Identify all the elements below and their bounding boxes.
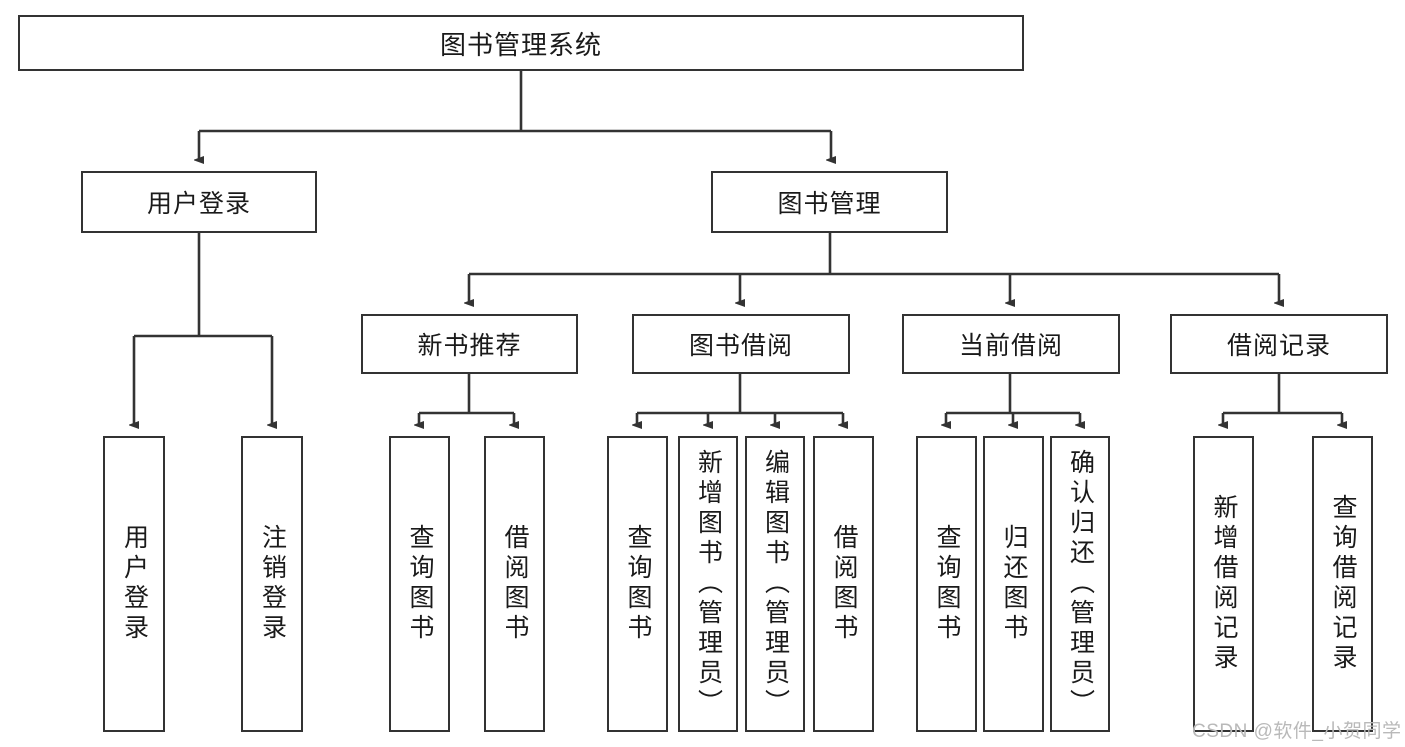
node-borrow-record-label: 借阅记录 bbox=[1226, 332, 1331, 360]
leaf-return-book[interactable]: 归还图书 bbox=[983, 436, 1044, 732]
csdn-watermark: CSDN @软件_小贺同学 bbox=[1192, 721, 1402, 742]
leaf-borrow-book-newbook[interactable]: 借阅图书 bbox=[484, 436, 545, 732]
leaf-logout[interactable]: 注销登录 bbox=[241, 436, 303, 732]
leaf-add-borrow-record[interactable]: 新增借阅记录 bbox=[1193, 436, 1254, 732]
node-root[interactable]: 图书管理系统 bbox=[18, 15, 1024, 71]
leaf-query-book-borrow-label: 查询图书 bbox=[624, 524, 652, 644]
leaf-query-book-newbook[interactable]: 查询图书 bbox=[389, 436, 450, 732]
leaf-user-login-label: 用户登录 bbox=[120, 524, 149, 644]
leaf-return-book-label: 归还图书 bbox=[1000, 524, 1028, 644]
leaf-logout-label: 注销登录 bbox=[258, 524, 287, 644]
leaf-query-book-current[interactable]: 查询图书 bbox=[916, 436, 977, 732]
node-current-borrow-label: 当前借阅 bbox=[958, 332, 1063, 360]
node-current-borrow[interactable]: 当前借阅 bbox=[902, 314, 1120, 374]
leaf-query-book-newbook-label: 查询图书 bbox=[406, 524, 434, 644]
node-borrow-record[interactable]: 借阅记录 bbox=[1170, 314, 1388, 374]
leaf-edit-book-admin[interactable]: 编辑图书（管理员） bbox=[745, 436, 805, 732]
leaf-query-book-current-label: 查询图书 bbox=[933, 524, 961, 644]
leaf-add-book-admin-label: 新增图书（管理员） bbox=[694, 449, 723, 719]
leaf-query-borrow-record[interactable]: 查询借阅记录 bbox=[1312, 436, 1373, 732]
leaf-confirm-return-admin[interactable]: 确认归还（管理员） bbox=[1050, 436, 1110, 732]
node-book-borrow[interactable]: 图书借阅 bbox=[632, 314, 850, 374]
node-new-book-recommend[interactable]: 新书推荐 bbox=[361, 314, 578, 374]
leaf-add-book-admin[interactable]: 新增图书（管理员） bbox=[678, 436, 738, 732]
node-book-borrow-label: 图书借阅 bbox=[688, 332, 793, 360]
leaf-user-login[interactable]: 用户登录 bbox=[103, 436, 165, 732]
leaf-borrow-book-label: 借阅图书 bbox=[830, 524, 858, 644]
node-new-book-recommend-label: 新书推荐 bbox=[417, 332, 522, 360]
node-root-label: 图书管理系统 bbox=[439, 29, 602, 60]
node-book-management[interactable]: 图书管理 bbox=[711, 171, 948, 233]
leaf-add-borrow-record-label: 新增借阅记录 bbox=[1210, 494, 1238, 674]
node-user-login-label: 用户登录 bbox=[146, 190, 251, 218]
leaf-confirm-return-admin-label: 确认归还（管理员） bbox=[1066, 449, 1095, 719]
leaf-query-book-borrow[interactable]: 查询图书 bbox=[607, 436, 668, 732]
leaf-query-borrow-record-label: 查询借阅记录 bbox=[1329, 494, 1357, 674]
node-user-login[interactable]: 用户登录 bbox=[81, 171, 317, 233]
leaf-edit-book-admin-label: 编辑图书（管理员） bbox=[761, 449, 790, 719]
leaf-borrow-book-newbook-label: 借阅图书 bbox=[501, 524, 529, 644]
leaf-borrow-book[interactable]: 借阅图书 bbox=[813, 436, 874, 732]
node-book-management-label: 图书管理 bbox=[777, 190, 882, 218]
